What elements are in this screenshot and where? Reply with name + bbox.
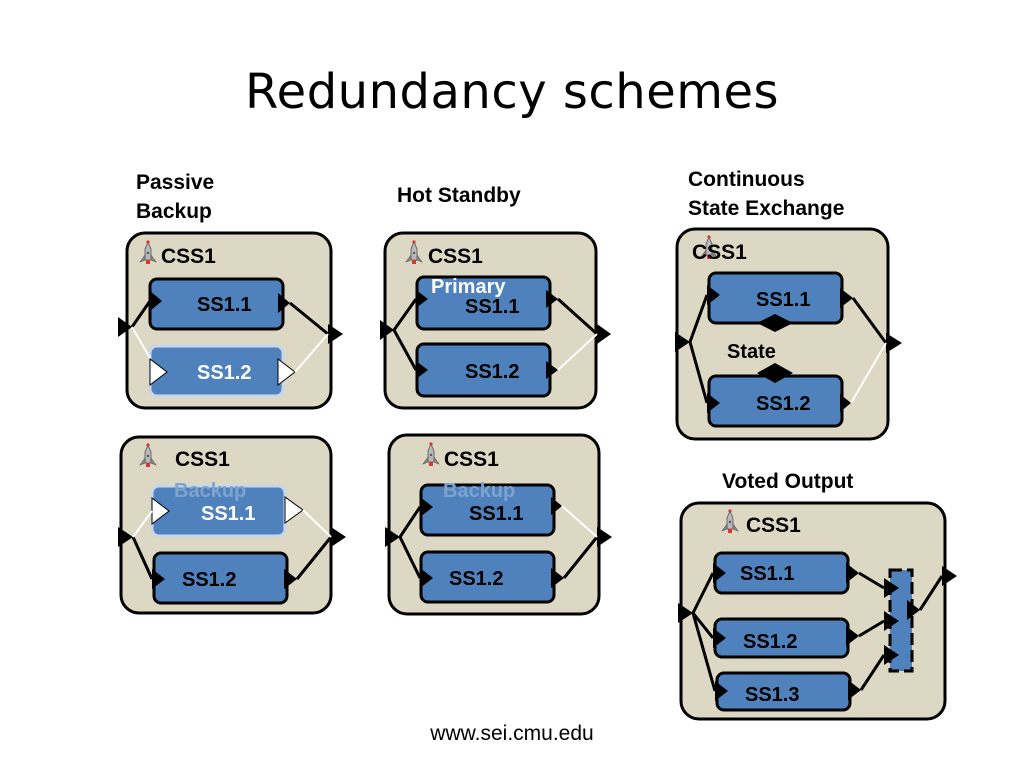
port-arrow — [715, 681, 728, 701]
panel-hot-standby: CSS1 Primary SS1.1 SS1.2 — [380, 231, 611, 410]
css1-label: CSS1 — [444, 448, 499, 471]
output-arrow — [597, 324, 611, 344]
connector-line — [131, 536, 333, 580]
output-arrow — [597, 527, 612, 547]
input-arrow — [385, 527, 400, 547]
port-arrow — [713, 628, 726, 648]
ss1-2-label: SS1.2 — [197, 362, 251, 384]
connector-line — [392, 297, 599, 371]
input-arrow — [118, 527, 133, 547]
css1-label: CSS1 — [175, 448, 230, 471]
port-arrow — [848, 680, 861, 700]
panel-passive-backup-failover: CSS1 Backup SS1.1 SS1.2 — [118, 435, 346, 615]
panel-voted-output: CSS1 SS1.1 SS1.2 SS1.3 — [678, 501, 957, 721]
panel-passive-backup: CSS1 SS1.1 SS1.2 — [118, 231, 343, 410]
input-arrow — [380, 320, 394, 340]
state-label: State — [727, 341, 776, 363]
label-passive-line2: Backup — [136, 200, 212, 223]
ss1-1-label: SS1.1 — [465, 296, 519, 318]
port-arrow — [278, 293, 290, 313]
port-arrow — [284, 569, 297, 589]
footer-url: www.sei.cmu.edu — [430, 722, 594, 745]
port-arrow — [152, 569, 165, 589]
panel-hot-standby-failover: CSS1 Backup SS1.1 SS1.2 — [385, 433, 612, 616]
port-arrow — [416, 361, 428, 379]
backup-label: Backup — [443, 480, 515, 502]
port-in-arrow — [149, 357, 168, 387]
connector-line-faded — [850, 342, 887, 404]
ss1-1-label: SS1.1 — [740, 563, 794, 585]
label-continuous-state-exchange: Continuous State Exchange — [688, 165, 844, 223]
ss1-2-label: SS1.2 — [743, 631, 797, 653]
port-arrow — [551, 568, 564, 588]
ss1-2-label: SS1.2 — [756, 393, 810, 415]
ss1-2-label: SS1.2 — [449, 568, 503, 590]
port-arrow — [551, 497, 562, 515]
ss1-1-label: SS1.1 — [201, 503, 255, 525]
label-continuous-line2: State Exchange — [688, 197, 845, 220]
output-arrow — [331, 527, 346, 547]
port-out-arrow — [284, 496, 304, 524]
connector-line-faded — [561, 505, 598, 538]
ss1-1-label: SS1.1 — [756, 289, 810, 311]
css1-label: CSS1 — [692, 241, 747, 264]
input-arrow — [118, 317, 132, 337]
css1-label: CSS1 — [428, 245, 483, 268]
ss1-3-label: SS1.3 — [745, 684, 799, 706]
connector-line — [130, 300, 329, 336]
output-arrow — [942, 566, 957, 586]
port-arrow — [840, 288, 853, 308]
ss1-1-label: SS1.1 — [197, 294, 251, 316]
connector-line — [688, 294, 888, 404]
port-arrow — [884, 645, 899, 665]
label-continuous-line1: Continuous — [688, 168, 805, 191]
port-arrow — [846, 563, 859, 583]
connector-line-faded — [557, 333, 598, 371]
port-arrow — [420, 568, 433, 588]
state-diamond — [757, 314, 793, 332]
input-arrow — [678, 603, 693, 623]
port-arrow — [713, 563, 726, 583]
port-arrow — [416, 290, 428, 308]
port-arrow — [907, 600, 920, 620]
ss1-2-label: SS1.2 — [182, 569, 236, 591]
label-passive-line1: Passive — [136, 171, 215, 194]
state-diamond — [757, 363, 793, 383]
port-arrow — [884, 611, 899, 631]
css1-label: CSS1 — [746, 514, 801, 537]
port-arrow — [884, 578, 899, 598]
port-arrow — [707, 285, 720, 305]
connector-line-faded — [131, 326, 329, 373]
port-out-arrow — [277, 357, 296, 387]
port-arrow — [846, 626, 859, 646]
primary-label: Primary — [431, 276, 506, 298]
backup-label: Backup — [174, 480, 246, 502]
slide-title: Redundancy schemes — [244, 64, 780, 120]
connector-line-faded — [132, 509, 332, 538]
port-arrow — [840, 394, 851, 412]
panel-continuous-state-exchange: CSS1 SS1.1 SS1.2 State — [675, 227, 902, 441]
label-hot-standby: Hot Standby — [397, 184, 521, 207]
connector-line — [691, 571, 944, 692]
ss1-2-label: SS1.2 — [465, 361, 519, 383]
port-arrow — [707, 393, 720, 413]
output-arrow — [886, 333, 902, 353]
port-arrow — [546, 361, 558, 379]
port-arrow — [546, 290, 558, 308]
ss1-1-label: SS1.1 — [469, 503, 523, 525]
label-passive-backup: Passive Backup — [136, 168, 214, 226]
port-arrow — [420, 497, 433, 517]
output-arrow — [328, 324, 343, 344]
connector-line — [398, 506, 599, 579]
input-arrow — [675, 332, 690, 352]
port-arrow — [150, 291, 162, 311]
label-voted-output: Voted Output — [722, 470, 854, 493]
css1-label: CSS1 — [161, 245, 216, 268]
